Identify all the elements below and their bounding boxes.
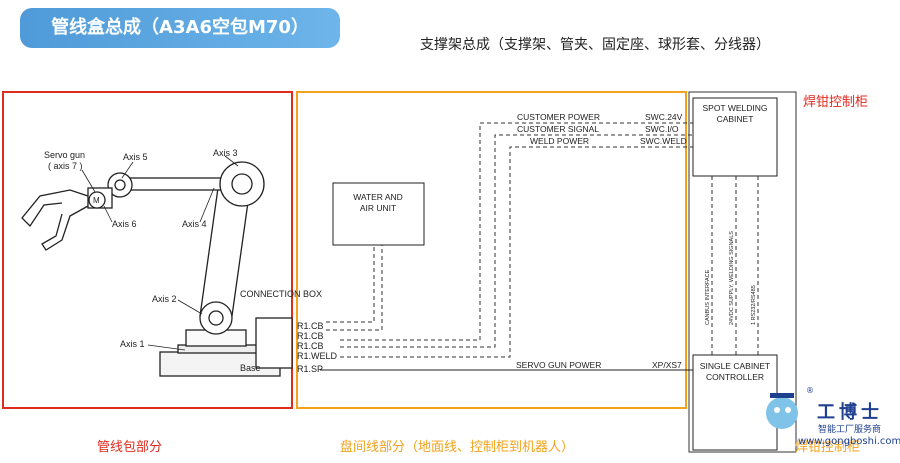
cabinet-region [688,91,797,453]
dress-pack-region [2,91,293,409]
label-xp-xs7: XP/XS7 [652,360,682,370]
label-axis4: Axis 4 [182,219,207,229]
brand-reg-mark: ® [806,386,814,395]
label-customer-power: CUSTOMER POWER [517,112,600,122]
connection-box [255,317,293,369]
brand-url: www.gongboshi.com [798,436,900,447]
controller-line2: CONTROLLER [706,372,764,382]
cabinet-label: 焊钳控制柜 [795,440,861,455]
label-servo-gun: Servo gun [44,150,85,160]
label-canbus: CANBUS INTERFACE [705,269,711,325]
label-base: Base [240,363,261,373]
spot-welding-cabinet [692,97,778,177]
page-title: 管线盒总成（A3A6空包M70） [20,8,340,48]
robot-drawing [21,155,293,377]
label-swcweld: SWC.WELD [640,136,687,146]
label-axis1: Axis 1 [120,339,145,349]
label-swcio: SWC.I/O [645,124,679,134]
dress-pack-label: 管线包部分 [97,440,163,455]
spot-cabinet-line2: CABINET [717,114,754,124]
cable-water-air-2 [326,245,383,331]
label-axis3: Axis 3 [213,148,238,158]
water-air-line2: AIR UNIT [360,203,396,213]
connector-sp: R1.SP [297,364,323,374]
cable-weld-power [340,146,693,358]
spot-cabinet-line1: SPOT WELDING [702,103,767,113]
label-motor: M [93,196,100,205]
connector-cb-3: R1.CB [297,341,324,351]
label-connection-box: CONNECTION BOX [240,289,322,299]
label-welding-signals: 24VDC SUPPLY, WELDING SIGNALS [729,231,735,325]
label-swc24: SWC.24V [645,112,683,122]
inter-cabinet-region [296,91,687,409]
controller-line1: SINGLE CABINET [700,361,770,371]
inter-cabinet-label: 盘间线部分（地面线、控制柜到机器人） [340,440,575,455]
support-frame-caption: 支撑架总成（支撑架、管夹、固定座、球形套、分线器） [420,37,770,53]
label-axis7: ( axis 7 ) [48,161,83,171]
label-customer-signal: CUSTOMER SIGNAL [517,124,599,134]
label-axis6: Axis 6 [112,219,137,229]
label-servo-gun-power: SERVO GUN POWER [516,360,601,370]
connector-weld: R1.WELD [297,351,338,361]
brand-name: 工博士 [817,402,883,423]
gun-cabinet-caption: 焊钳控制柜 [803,95,869,110]
label-rs232: 1 RS232/RS485 [751,285,757,325]
servo-motor [88,191,106,209]
single-cabinet-controller [692,354,778,451]
connector-cb-1: R1.CB [297,321,324,331]
cable-water-air-1 [326,245,375,323]
cable-customer-power [340,122,693,341]
label-axis2: Axis 2 [152,294,177,304]
connector-cb-2: R1.CB [297,331,324,341]
brand-subtitle: 智能工厂服务商 [818,425,882,435]
water-air-line1: WATER AND [353,192,403,202]
label-weld-power: WELD POWER [530,136,589,146]
water-air-unit [332,182,425,246]
label-axis5: Axis 5 [123,152,148,162]
brand-mascot-icon [766,393,798,429]
cable-customer-signal [340,134,693,348]
